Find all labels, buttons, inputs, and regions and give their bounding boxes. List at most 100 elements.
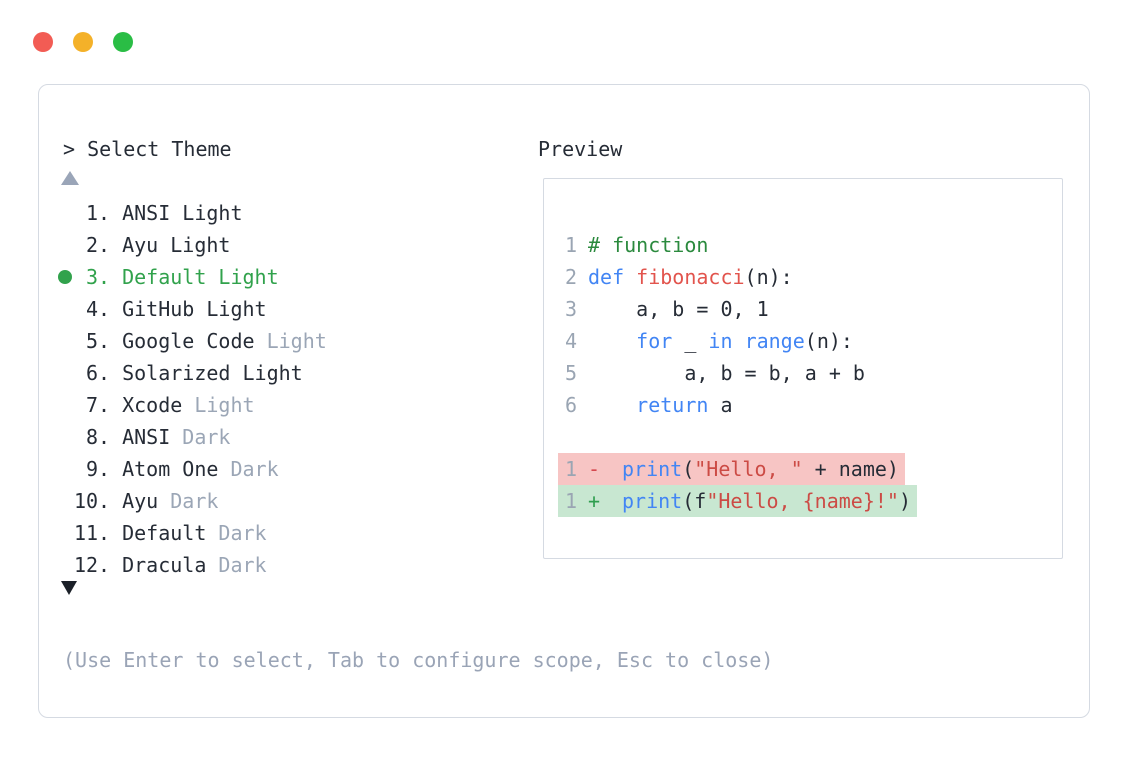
theme-number: 11	[74, 521, 99, 545]
maximize-button[interactable]	[113, 32, 133, 52]
traffic-lights	[33, 32, 133, 52]
theme-option-atom-one[interactable]: 9. Atom One Dark	[74, 453, 494, 485]
theme-number: 2	[85, 233, 98, 257]
code-token	[588, 329, 636, 353]
line-number: 1	[564, 457, 577, 481]
theme-variant: Dark	[170, 425, 231, 449]
hint-text: (Use Enter to select, Tab to configure s…	[63, 648, 774, 672]
close-button[interactable]	[33, 32, 53, 52]
line-number: 2	[564, 265, 577, 289]
diff-highlight: 1-print("Hello, " + name)	[558, 453, 905, 485]
theme-option-ayu-light[interactable]: 2. Ayu Light	[74, 229, 494, 261]
code-token: "Hello, {name}!"	[706, 489, 899, 513]
theme-option-ansi[interactable]: 8. ANSI Dark	[74, 421, 494, 453]
theme-option-ayu[interactable]: 10. Ayu Dark	[74, 485, 494, 517]
theme-number: 10	[74, 489, 99, 513]
theme-number: 6	[85, 361, 98, 385]
code-token: (	[682, 457, 695, 481]
code-token: _	[672, 329, 709, 353]
scroll-up-icon[interactable]	[61, 171, 79, 185]
theme-name: . ANSI	[98, 425, 171, 449]
diff-highlight: 1 + print(f"Hello, {name}!")	[558, 485, 918, 517]
theme-name: . Ayu	[98, 489, 159, 513]
theme-number: 8	[85, 425, 98, 449]
code-line: 1# function	[558, 229, 1062, 261]
theme-name: . Atom One	[98, 457, 219, 481]
diff-line-added: 1 + print(f"Hello, {name}!")	[558, 485, 1062, 517]
line-number: 1	[564, 489, 577, 513]
code-line: 5 a, b = b, a + b	[558, 357, 1062, 389]
theme-variant: Dark	[158, 489, 219, 513]
theme-name: . Solarized Light	[98, 361, 303, 385]
line-number: 5	[564, 361, 577, 385]
code-token: (f	[682, 489, 707, 513]
code-token: print	[622, 457, 683, 481]
code-token	[624, 265, 636, 289]
prompt-label: > Select Theme	[63, 137, 232, 161]
minimize-button[interactable]	[73, 32, 93, 52]
theme-option-default[interactable]: 11. Default Dark	[74, 517, 494, 549]
theme-number: 4	[85, 297, 98, 321]
theme-variant: Dark	[218, 457, 279, 481]
code-line: 6 return a	[558, 389, 1062, 421]
theme-number: 3	[85, 265, 98, 289]
theme-option-xcode[interactable]: 7. Xcode Light	[74, 389, 494, 421]
diff-plus-marker: +	[588, 489, 601, 513]
code-line: 3 a, b = 0, 1	[558, 293, 1062, 325]
code-token: fibonacci	[636, 265, 745, 289]
theme-option-google-code[interactable]: 5. Google Code Light	[74, 325, 494, 357]
diff-minus-marker: -	[588, 457, 601, 481]
code-token: (n):	[804, 329, 853, 353]
code-token: for	[636, 329, 673, 353]
code-token: in	[708, 329, 733, 353]
preview-label: Preview	[538, 137, 623, 161]
theme-name: . ANSI Light	[98, 201, 243, 225]
theme-name: . GitHub Light	[98, 297, 267, 321]
theme-name: . Ayu Light	[98, 233, 231, 257]
theme-number: 12	[74, 553, 99, 577]
theme-number: 1	[85, 201, 98, 225]
theme-name: . Xcode	[98, 393, 183, 417]
code-token	[733, 329, 745, 353]
line-number: 1	[564, 233, 577, 257]
code-token: range	[744, 329, 805, 353]
theme-name: . Default	[98, 521, 207, 545]
code-token: (n):	[744, 265, 793, 289]
theme-option-default-light[interactable]: 3. Default Light	[58, 261, 494, 293]
line-number: 4	[564, 329, 577, 353]
code-token: print	[622, 489, 683, 513]
theme-name: . Google Code	[98, 329, 255, 353]
code-token: "Hello, "	[694, 457, 803, 481]
code-token: a, b = 0, 1	[588, 297, 769, 321]
code-line: 4 for _ in range(n):	[558, 325, 1062, 357]
code-token: )	[898, 489, 912, 513]
theme-name: . Dracula	[98, 553, 207, 577]
theme-variant: Light	[182, 393, 255, 417]
theme-number: 7	[85, 393, 98, 417]
code-blank-line	[558, 421, 1062, 453]
theme-number: 9	[85, 457, 98, 481]
theme-number: 5	[85, 329, 98, 353]
code-token: def	[588, 265, 625, 289]
theme-option-dracula[interactable]: 12. Dracula Dark	[74, 549, 494, 581]
code-token	[588, 393, 636, 417]
code-token: return	[636, 393, 709, 417]
code-token: + name)	[802, 457, 899, 481]
theme-option-ansi-light[interactable]: 1. ANSI Light	[74, 197, 494, 229]
theme-variant: Dark	[206, 553, 267, 577]
theme-option-solarized-light[interactable]: 6. Solarized Light	[74, 357, 494, 389]
code-token: a	[708, 393, 733, 417]
code-token: a, b = b, a + b	[588, 361, 865, 385]
theme-name: . Default Light	[98, 265, 279, 289]
scroll-down-icon[interactable]	[61, 581, 77, 595]
line-number: 3	[564, 297, 577, 321]
code-line: 2 def fibonacci(n):	[558, 261, 1062, 293]
line-number: 6	[564, 393, 577, 417]
diff-line-removed: 1-print("Hello, " + name)	[558, 453, 1062, 485]
theme-option-github-light[interactable]: 4. GitHub Light	[74, 293, 494, 325]
